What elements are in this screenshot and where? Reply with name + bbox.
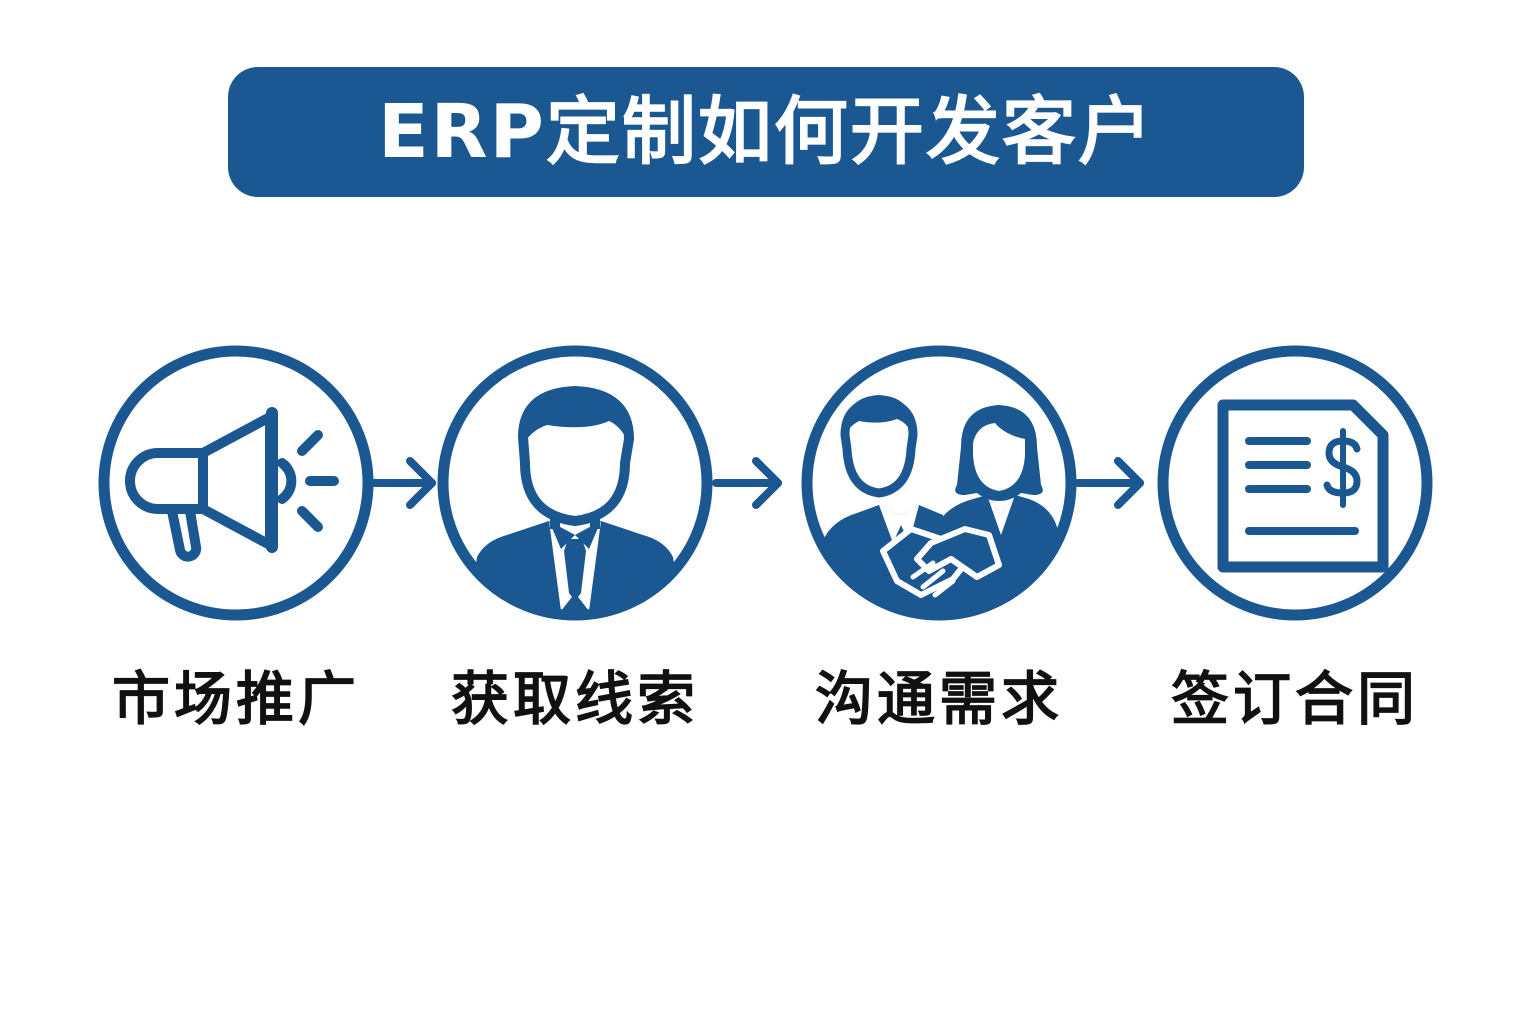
arrow-right-icon xyxy=(364,448,444,518)
step-1-icon-circle xyxy=(98,345,374,621)
step-3-label: 沟通需求 xyxy=(814,665,1063,733)
step-3-icon-circle xyxy=(801,345,1077,621)
arrow-right-icon xyxy=(1072,448,1152,518)
arrow-right-icon xyxy=(710,448,790,518)
title-banner: ERP定制如何开发客户 xyxy=(228,67,1304,197)
handshake-icon xyxy=(801,345,1077,621)
step-2-icon-circle xyxy=(437,345,713,621)
megaphone-icon xyxy=(98,345,374,621)
step-1-label: 市场推广 xyxy=(111,665,360,733)
contract-icon xyxy=(1157,345,1433,621)
page-title: ERP定制如何开发客户 xyxy=(378,89,1154,175)
businessman-icon xyxy=(437,345,713,621)
step-4-icon-circle xyxy=(1157,345,1433,621)
step-2-label: 获取线索 xyxy=(450,665,699,733)
step-4-label: 签订合同 xyxy=(1170,665,1419,733)
